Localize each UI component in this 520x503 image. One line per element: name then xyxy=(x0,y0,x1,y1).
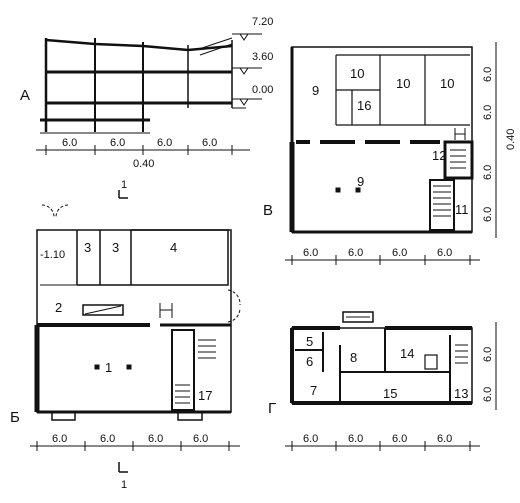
cut-mark-label: 1 xyxy=(121,479,127,491)
room-number: 5 xyxy=(306,334,313,349)
dimension-label: 6.0 xyxy=(482,347,494,362)
room-number: 8 xyxy=(350,350,357,365)
dimension-label: 6.0 xyxy=(303,247,318,259)
dimension-label: 6.0 xyxy=(62,137,77,149)
level-mark: -1.10 xyxy=(40,249,65,261)
room-number: 4 xyxy=(170,240,177,255)
offset-label: 0.40 xyxy=(133,158,154,170)
level-mark: 7.20 xyxy=(252,16,273,28)
cut-mark-label: 1 xyxy=(121,179,127,191)
dimension-label: 6.0 xyxy=(303,433,318,445)
dimension-label: 6.0 xyxy=(348,433,363,445)
dimension-label: 6.0 xyxy=(100,433,115,445)
room-number: 17 xyxy=(198,388,212,403)
dimension-label: 6.0 xyxy=(437,433,452,445)
dimension-label: 6.0 xyxy=(482,165,494,180)
dimension-label: 6.0 xyxy=(482,67,494,82)
plan-g xyxy=(285,311,497,451)
section-a-letter: А xyxy=(20,87,30,104)
room-number: 11 xyxy=(455,202,469,217)
dimension-label: 6.0 xyxy=(348,247,363,259)
offset-label: 0.40 xyxy=(505,129,517,150)
dimension-label: 6.0 xyxy=(437,247,452,259)
room-number: 9 xyxy=(312,83,319,98)
level-mark: 0.00 xyxy=(252,84,273,96)
room-number: 16 xyxy=(357,98,371,113)
room-number: 6 xyxy=(306,354,313,369)
room-number: 2 xyxy=(55,300,62,315)
room-number: 1 xyxy=(105,360,112,375)
dimension-label: 6.0 xyxy=(157,137,172,149)
dimension-label: 6.0 xyxy=(193,433,208,445)
plan-g-letter: Г xyxy=(268,400,276,417)
room-number: 3 xyxy=(112,240,119,255)
dimension-label: 6.0 xyxy=(110,137,125,149)
section-a xyxy=(36,33,262,199)
dimension-label: 6.0 xyxy=(148,433,163,445)
plan-v xyxy=(285,42,497,265)
room-number: 15 xyxy=(383,386,397,401)
level-mark: 3.60 xyxy=(252,51,273,63)
dimension-label: 6.0 xyxy=(482,207,494,222)
room-number: 13 xyxy=(454,386,468,401)
room-number: 7 xyxy=(310,383,317,398)
plan-v-letter: В xyxy=(263,202,273,219)
room-number: 14 xyxy=(400,346,414,361)
plan-b xyxy=(30,204,241,473)
room-number: 10 xyxy=(396,76,410,91)
plan-b-letter: Б xyxy=(10,409,20,426)
room-number: 3 xyxy=(84,240,91,255)
dimension-label: 6.0 xyxy=(202,137,217,149)
dimension-label: 6.0 xyxy=(482,387,494,402)
dimension-label: 6.0 xyxy=(392,247,407,259)
room-number: 9 xyxy=(357,174,364,189)
room-number: 12 xyxy=(432,148,446,163)
dimension-label: 6.0 xyxy=(392,433,407,445)
room-number: 10 xyxy=(440,76,454,91)
dimension-label: 6.0 xyxy=(52,433,67,445)
dimension-label: 6.0 xyxy=(482,105,494,120)
room-number: 10 xyxy=(350,66,364,81)
